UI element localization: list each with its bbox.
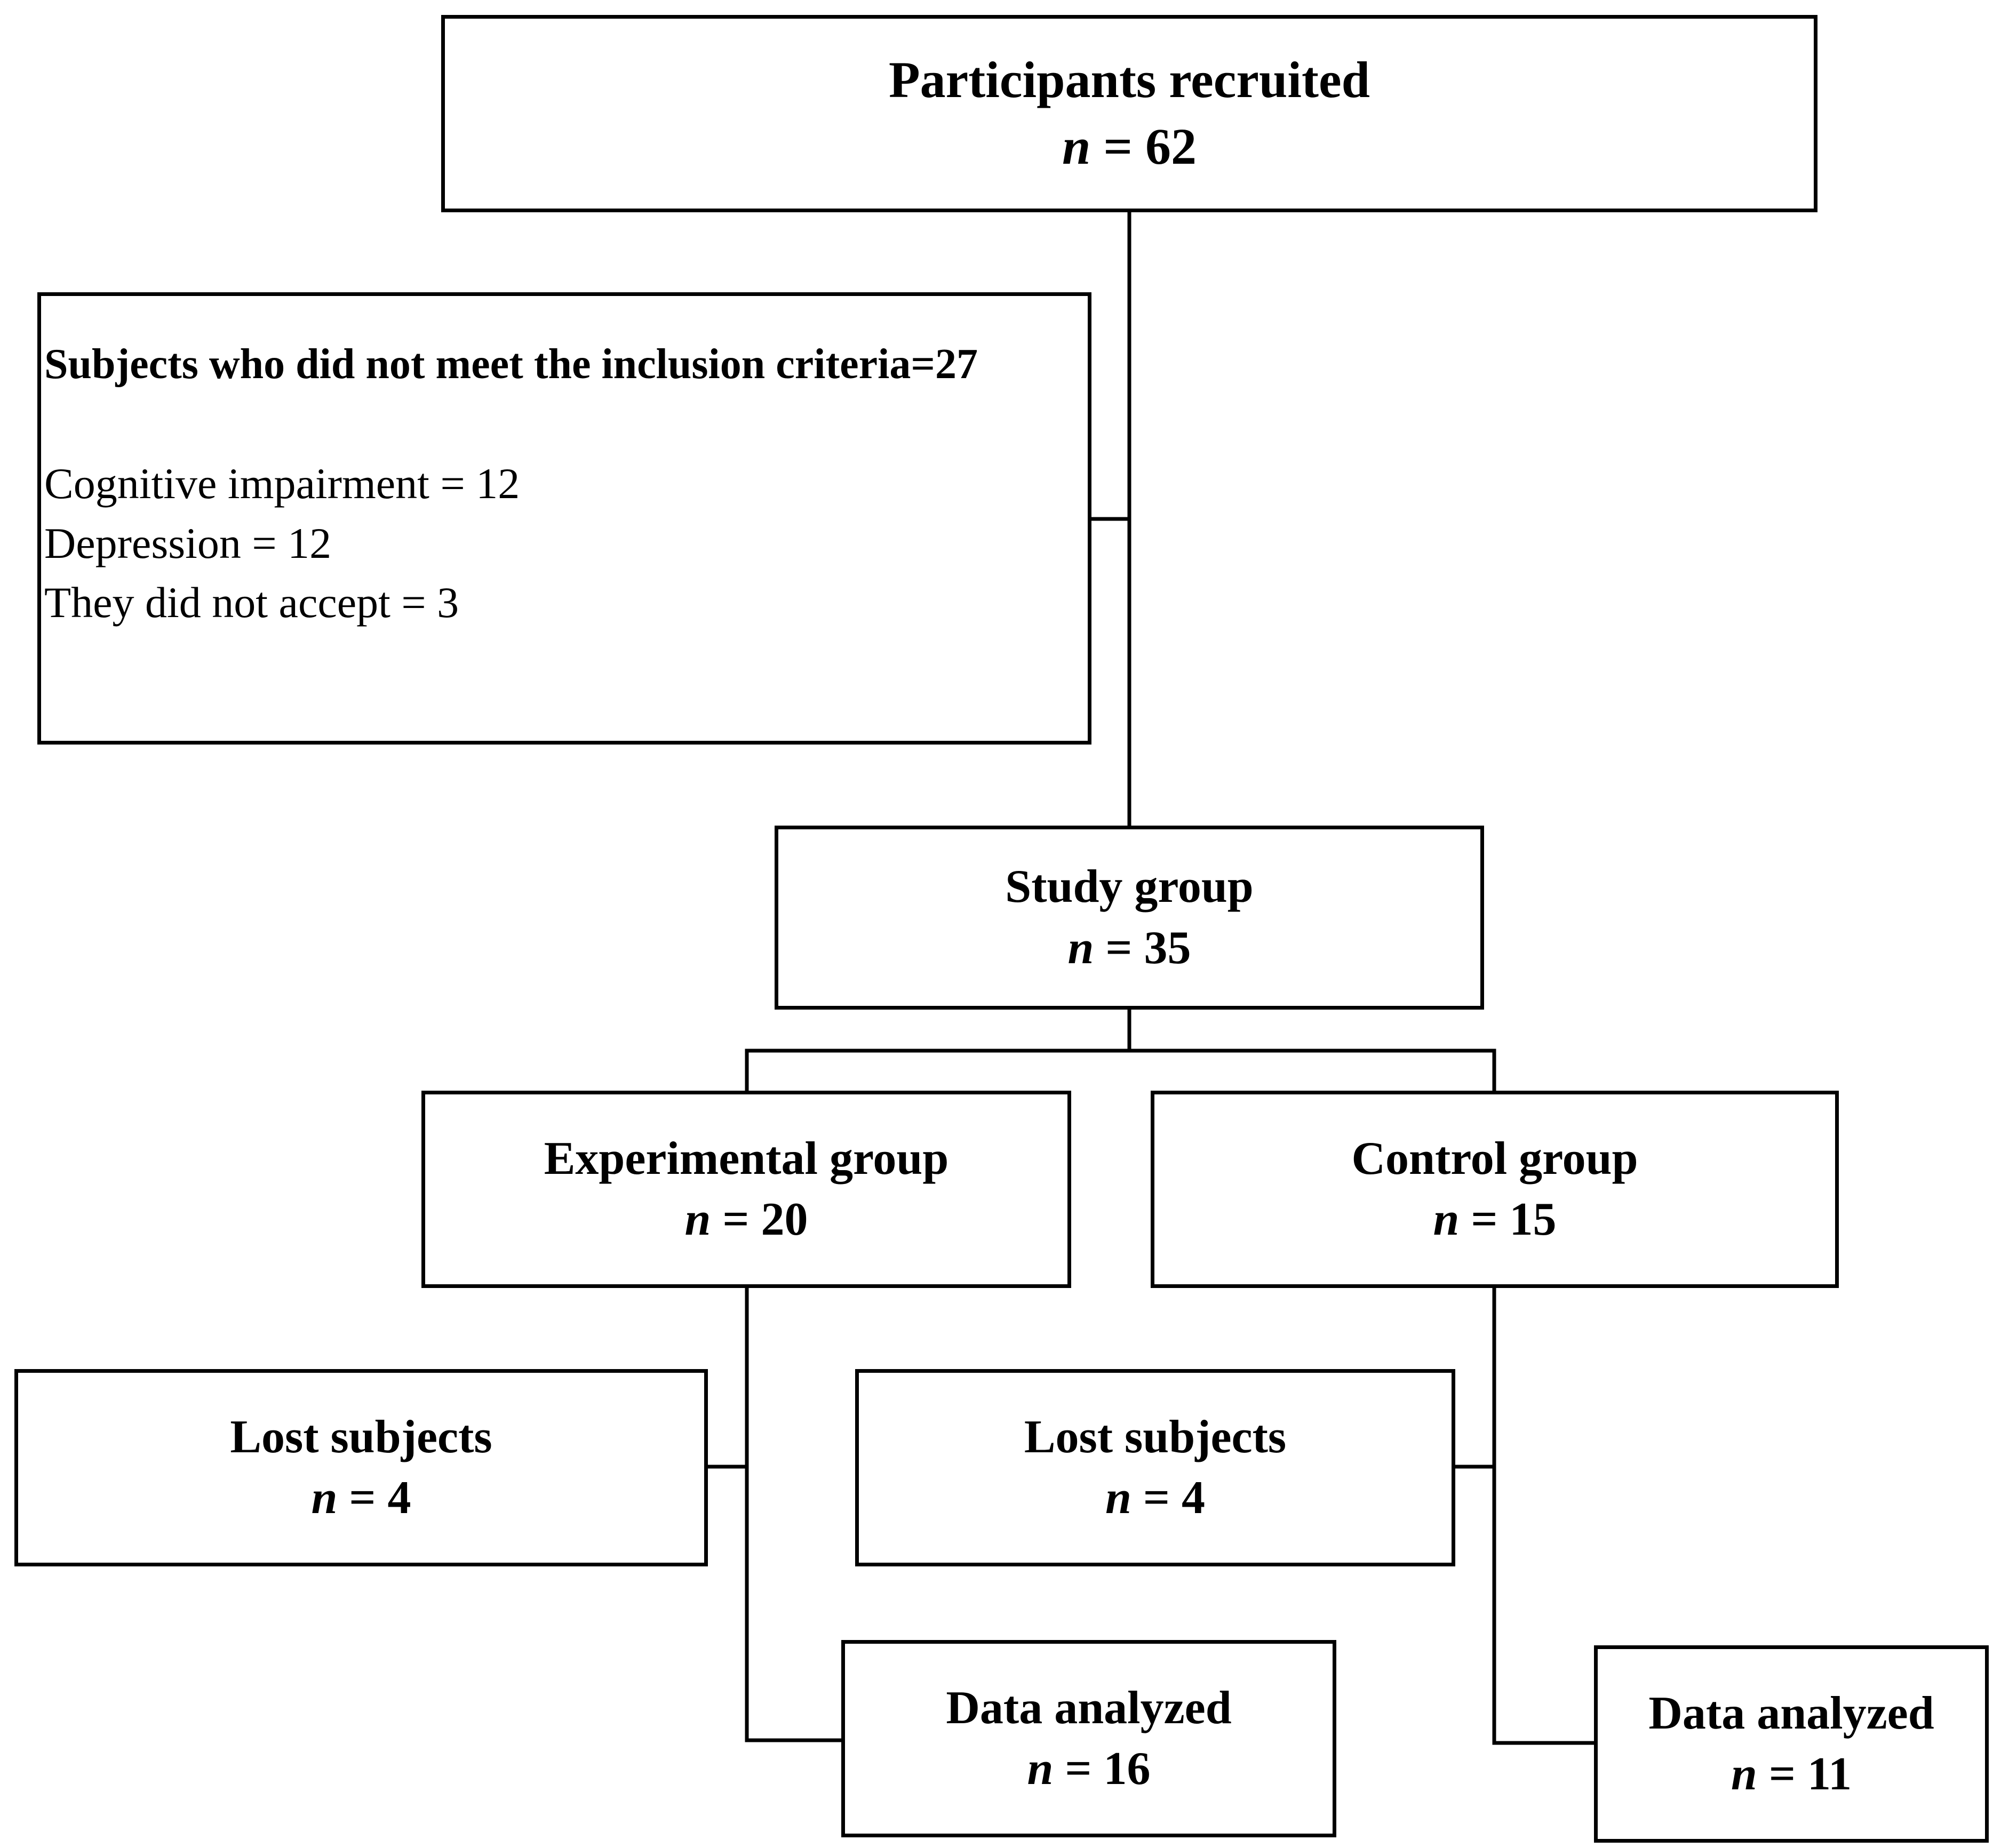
participants-recruited-title: Participants recruited (888, 51, 1370, 109)
control-group-title: Control group (1351, 1132, 1638, 1185)
lost-subjects-experimental-box: Lost subjects n = 4 (14, 1369, 708, 1566)
data-analyzed-control-box: Data analyzed n = 11 (1594, 1645, 1989, 1843)
exclusion-box: Subjects who did not meet the inclusion … (37, 292, 1091, 745)
participants-recruited-count: n = 62 (1062, 118, 1197, 175)
lost-subjects-control-box: Lost subjects n = 4 (855, 1369, 1455, 1566)
participants-recruited-box: Participants recruited n = 62 (441, 15, 1817, 212)
control-group-count: n = 15 (1433, 1194, 1557, 1245)
data-analyzed-control-title: Data analyzed (1648, 1687, 1934, 1739)
exclusion-item: Cognitive impairment = 12 (44, 459, 520, 508)
study-group-title: Study group (1005, 861, 1254, 913)
study-group-box: Study group n = 35 (775, 826, 1484, 1010)
experimental-group-box: Experimental group n = 20 (421, 1091, 1071, 1288)
exclusion-item: Depression = 12 (44, 518, 332, 567)
lost-subjects-control-count: n = 4 (1105, 1472, 1206, 1524)
experimental-group-count: n = 20 (684, 1194, 808, 1245)
exclusion-title: Subjects who did not meet the inclusion … (44, 341, 978, 388)
exclusion-item: They did not accept = 3 (44, 578, 459, 627)
data-analyzed-experimental-title: Data analyzed (946, 1682, 1232, 1734)
data-analyzed-experimental-box: Data analyzed n = 16 (841, 1640, 1336, 1837)
control-group-box: Control group n = 15 (1151, 1091, 1839, 1288)
connector-experimental-to-analyzed (745, 1285, 845, 1742)
connector-control-to-analyzed (1492, 1285, 1598, 1745)
experimental-group-title: Experimental group (544, 1132, 949, 1185)
study-group-count: n = 35 (1067, 922, 1191, 974)
data-analyzed-experimental-count: n = 16 (1027, 1743, 1151, 1795)
lost-subjects-control-title: Lost subjects (1024, 1411, 1287, 1463)
data-analyzed-control-count: n = 11 (1731, 1748, 1852, 1800)
lost-subjects-experimental-count: n = 4 (311, 1472, 411, 1524)
lost-subjects-experimental-title: Lost subjects (230, 1411, 492, 1463)
